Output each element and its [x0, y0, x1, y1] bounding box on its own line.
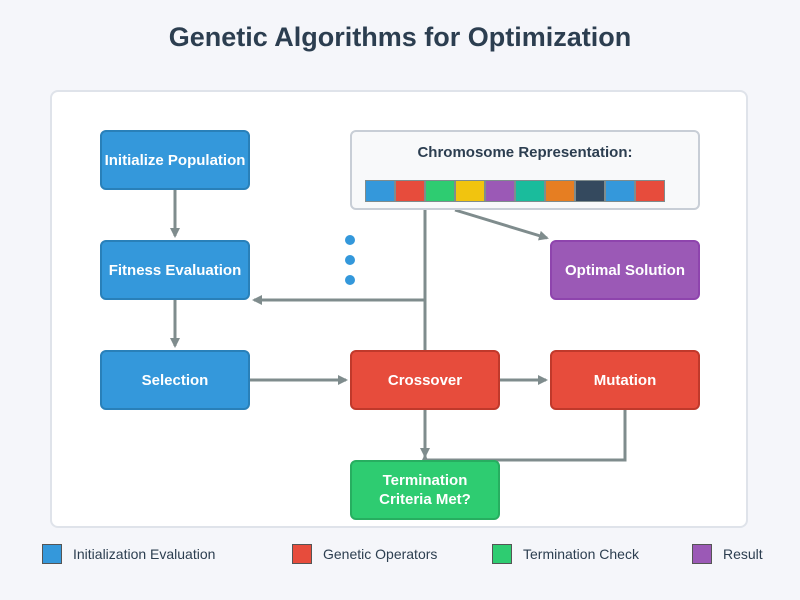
node-label: Optimal Solution [565, 261, 685, 279]
node-label: Selection [141, 371, 209, 389]
arrow-chromosome-to-optimal [454, 208, 549, 241]
gene-cell [515, 180, 545, 202]
node-label: Fitness Evaluation [108, 261, 242, 279]
node-mutation: Mutation [550, 350, 700, 410]
node-label: Termination Criteria Met? [379, 472, 471, 508]
node-initialize-population: Initialize Population [100, 130, 250, 190]
ellipsis-dot [345, 255, 355, 265]
gene-cell [395, 180, 425, 202]
legend-item-genetic-operators: Genetic Operators [292, 544, 437, 564]
gene-strip [365, 180, 665, 202]
node-termination-criteria: Termination Criteria Met? [350, 460, 500, 520]
chromosome-label: Chromosome Representation: [417, 144, 633, 161]
gene-cell [485, 180, 515, 202]
node-selection: Selection [100, 350, 250, 410]
legend-swatch [42, 544, 62, 564]
diagram-title: Genetic Algorithms for Optimization [168, 22, 632, 52]
legend-label: Termination Check [523, 546, 639, 562]
gene-cell [635, 180, 665, 202]
node-fitness-evaluation: Fitness Evaluation [100, 240, 250, 300]
gene-cell [455, 180, 485, 202]
ellipsis-dot [345, 275, 355, 285]
node-label: Initialize Population [104, 151, 246, 169]
legend-swatch [692, 544, 712, 564]
node-label: Mutation [593, 371, 657, 389]
legend-swatch [292, 544, 312, 564]
legend-label: Genetic Operators [323, 546, 438, 562]
gene-cell [575, 180, 605, 202]
node-optimal-solution: Optimal Solution [550, 240, 700, 300]
arrow-mutation-to-termination [420, 410, 627, 464]
legend-item-termination-check: Termination Check [492, 544, 639, 564]
chromosome-representation: Chromosome Representation: [350, 130, 700, 210]
gene-cell [545, 180, 575, 202]
gene-cell [365, 180, 395, 202]
ellipsis-dot [345, 235, 355, 245]
legend-label: Initialization Evaluation [73, 546, 216, 562]
node-crossover: Crossover [350, 350, 500, 410]
legend-item-result: Result [692, 544, 763, 564]
node-label: Crossover [387, 371, 463, 389]
gene-cell [425, 180, 455, 202]
legend-swatch [492, 544, 512, 564]
gene-cell [605, 180, 635, 202]
legend-label: Result [723, 546, 763, 562]
legend-item-initialization: Initialization Evaluation [42, 544, 215, 564]
